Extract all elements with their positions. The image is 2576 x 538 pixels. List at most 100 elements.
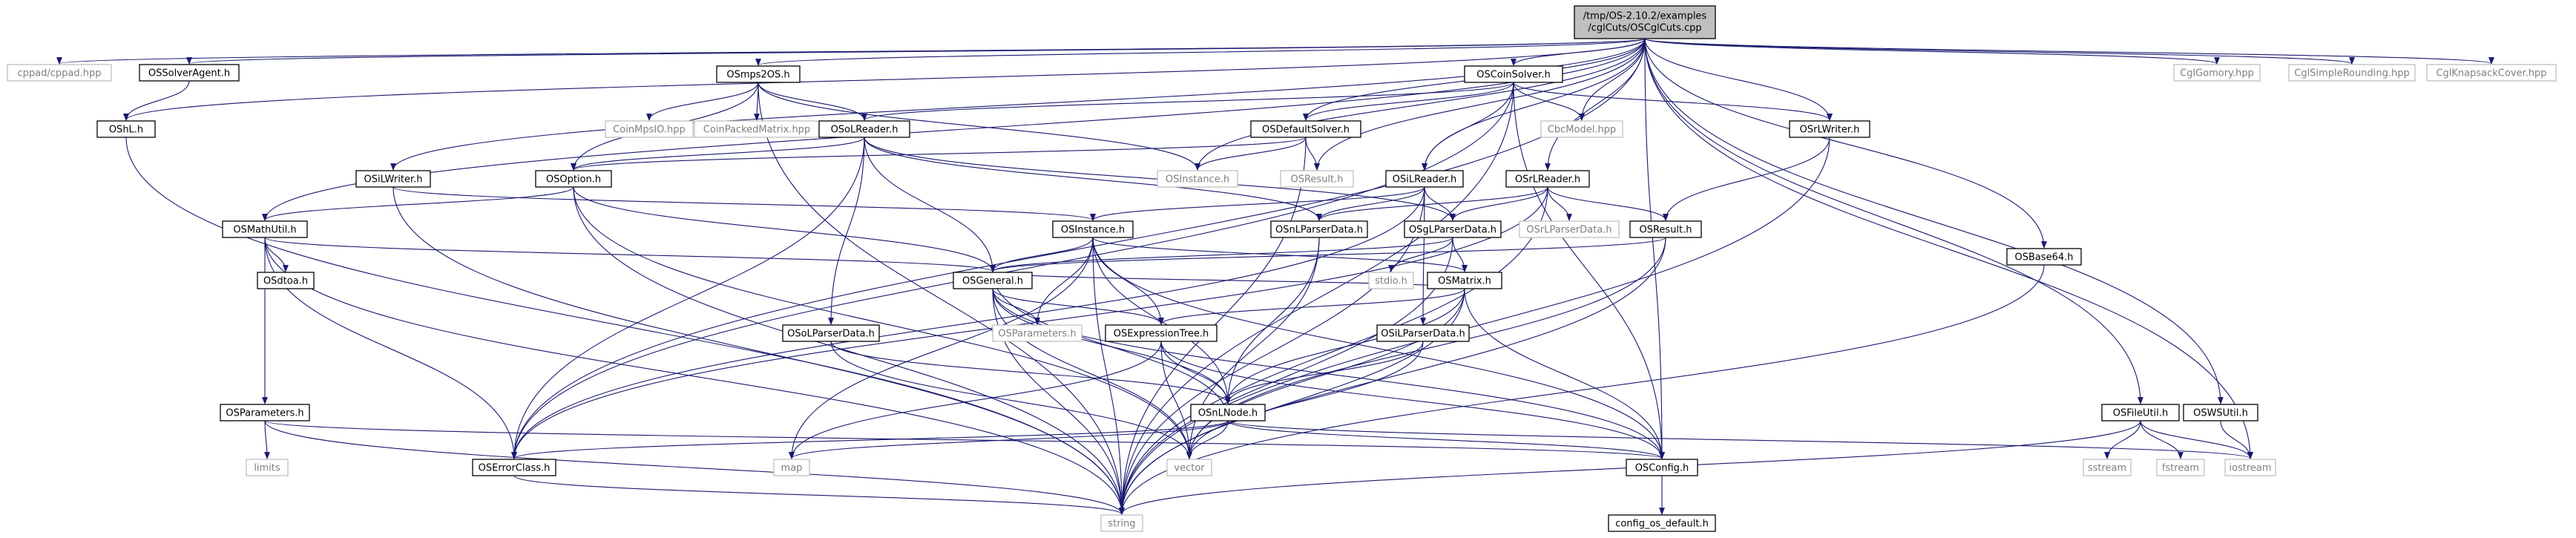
node-box (1427, 272, 1502, 289)
edge-oscoinsolver-to-string (1119, 82, 1514, 515)
node-oswsutil[interactable]: OSWSUtil.h (2183, 404, 2258, 421)
node-oscftoa[interactable]: OSdtoa.h (257, 272, 315, 289)
edge-osiolwriter-to-osinstance (392, 186, 1096, 221)
edge-root-to-iostream (1644, 38, 2253, 459)
root-label-line-2: /cglCuts/OSCglCuts.cpp (1588, 23, 1701, 34)
node-label: OSExpressionTree.h (1114, 329, 1209, 340)
node-config_os_default[interactable]: config_os_default.h (1608, 514, 1716, 532)
node-osresult[interactable]: OSResult.h (1629, 220, 1702, 238)
edge-root-to-osresult_top (1314, 38, 1646, 171)
node-oshl[interactable]: OShL.h (96, 120, 156, 138)
node-box (953, 272, 1033, 289)
node-stdio: stdio.h (1368, 272, 1414, 289)
edge-osrlreader-to-osglparserdata (1450, 186, 1548, 221)
node-box (1166, 459, 1212, 476)
node-cglknapsackcover: CglKnapsackCover.hpp (2426, 64, 2557, 82)
node-box (2101, 404, 2180, 421)
node-osnlnode[interactable]: OSnLNode.h (1190, 404, 1266, 421)
edge-osexpressiontree-to-vector (1160, 341, 1192, 459)
node-osrlreader[interactable]: OSrLReader.h (1505, 170, 1590, 188)
node-osexpressiontree[interactable]: OSExpressionTree.h (1105, 324, 1218, 342)
node-label: OSoLParserData.h (787, 329, 875, 340)
node-osparameters_right: OSParameters.h (992, 324, 1082, 342)
edge-osgeneral-to-vector (992, 288, 1192, 459)
edge-ossolveragent-to-oshl (123, 80, 190, 121)
node-label: CglKnapsackCover.hpp (2436, 68, 2546, 79)
edge-root-to-oscoinsolver (1511, 38, 1646, 66)
edge-osmps2os-to-osolreader (758, 82, 867, 121)
node-osglparserdata[interactable]: OSgLParserData.h (1404, 220, 1502, 238)
node-osoption[interactable]: OSOption.h (535, 170, 612, 188)
root-label-line-1: /tmp/OS-2.10.2/examples (1583, 11, 1707, 22)
node-box (246, 459, 289, 476)
edge-oscoinsolver-to-osconfig (1513, 82, 1665, 459)
node-label: CoinPackedMatrix.hpp (703, 125, 810, 136)
edge-root-to-osconfig (1644, 38, 1665, 459)
node-label: CoinMpsIO.hpp (613, 125, 686, 136)
edge-oscoinsolver-to-osilreader (1422, 82, 1514, 171)
node-osnlparserdata[interactable]: OSnLParserData.h (1270, 220, 1368, 238)
node-label: config_os_default.h (1615, 519, 1709, 530)
node-ossolveragent[interactable]: OSSolverAgent.h (139, 64, 240, 82)
node-osmathutil[interactable]: OSMathUtil.h (222, 220, 308, 238)
node-box (472, 459, 556, 476)
edge-osolparserdata-to-vector (830, 341, 1192, 459)
node-box (1404, 220, 1502, 238)
node-label: string (1108, 519, 1135, 530)
node-oserrorclass[interactable]: OSErrorClass.h (472, 459, 556, 476)
node-box (1505, 170, 1590, 188)
edge-osexpressiontree-to-map (789, 341, 1162, 459)
node-osresult_top: OSResult.h (1280, 170, 1354, 188)
node-box (1629, 220, 1702, 238)
edge-osdefaultsolver-to-osoption (571, 137, 1307, 171)
node-box (1157, 170, 1238, 188)
node-label: vector (1174, 463, 1205, 474)
node-box (1250, 120, 1361, 138)
node-osparameters_left[interactable]: OSParameters.h (220, 404, 310, 421)
node-osolreader[interactable]: OSoLReader.h (818, 120, 910, 138)
node-osdefaultsolver[interactable]: OSDefaultSolver.h (1250, 120, 1361, 138)
edge-oscoinsolver-to-osdefaultsolver (1303, 82, 1514, 121)
edge-osdefaultsolver-to-osinstance_top (1195, 137, 1307, 171)
include-edges (57, 38, 2494, 515)
edge-osnlnode-to-map (789, 420, 1229, 459)
node-label: OSMathUtil.h (233, 225, 296, 236)
edge-osilreader-to-osnlparserdata (1316, 186, 1425, 221)
node-box (1190, 404, 1266, 421)
node-box (1626, 459, 1698, 476)
node-osgeneral[interactable]: OSGeneral.h (953, 272, 1033, 289)
node-osconfig[interactable]: OSConfig.h (1626, 459, 1698, 476)
edge-osmps2os-to-string (758, 82, 1125, 515)
node-osiolwriter[interactable]: OSiLWriter.h (355, 170, 431, 188)
edge-osnlnode-to-oserrorclass (511, 420, 1229, 459)
node-osilparserdata[interactable]: OSiLParserData.h (1376, 324, 1470, 342)
node-osmatrix[interactable]: OSMatrix.h (1427, 272, 1502, 289)
node-box (1280, 170, 1354, 188)
node-box (96, 120, 156, 138)
node-box (1376, 324, 1470, 342)
node-osfileutil[interactable]: OSFileUtil.h (2101, 404, 2180, 421)
node-osrlwriter[interactable]: OSrLWriter.h (1789, 120, 1870, 138)
node-box (535, 170, 612, 188)
node-osilreader[interactable]: OSiLReader.h (1385, 170, 1464, 188)
edge-root-to-oshl (123, 38, 1646, 121)
node-box (2083, 459, 2132, 476)
node-osbase64[interactable]: OSBase64.h (2006, 248, 2082, 266)
node-oscoinsolver[interactable]: OSCoinSolver.h (1464, 65, 1563, 83)
node-label: OSoLReader.h (831, 125, 898, 136)
edge-osnlnode-to-osconfig (1227, 420, 1665, 459)
node-box (257, 272, 315, 289)
node-osolparserdata[interactable]: OSoLParserData.h (782, 324, 880, 342)
node-osmps2os[interactable]: OSmps2OS.h (716, 65, 801, 83)
edge-osmathutil-to-string (264, 237, 1125, 515)
node-vector: vector (1166, 459, 1212, 476)
node-box (1789, 120, 1870, 138)
node-label: OSiLReader.h (1393, 174, 1457, 186)
node-osinstance[interactable]: OSInstance.h (1052, 220, 1134, 238)
node-label: cppad/cppad.hpp (18, 68, 102, 79)
edge-osglparserdata-to-stdio (1388, 237, 1453, 272)
node-label: limits (254, 463, 280, 474)
edge-osilreader-to-osilparserdata (1420, 186, 1426, 325)
edge-osilparserdata-to-vector (1186, 341, 1424, 459)
edge-osoption-to-string (573, 186, 1125, 515)
